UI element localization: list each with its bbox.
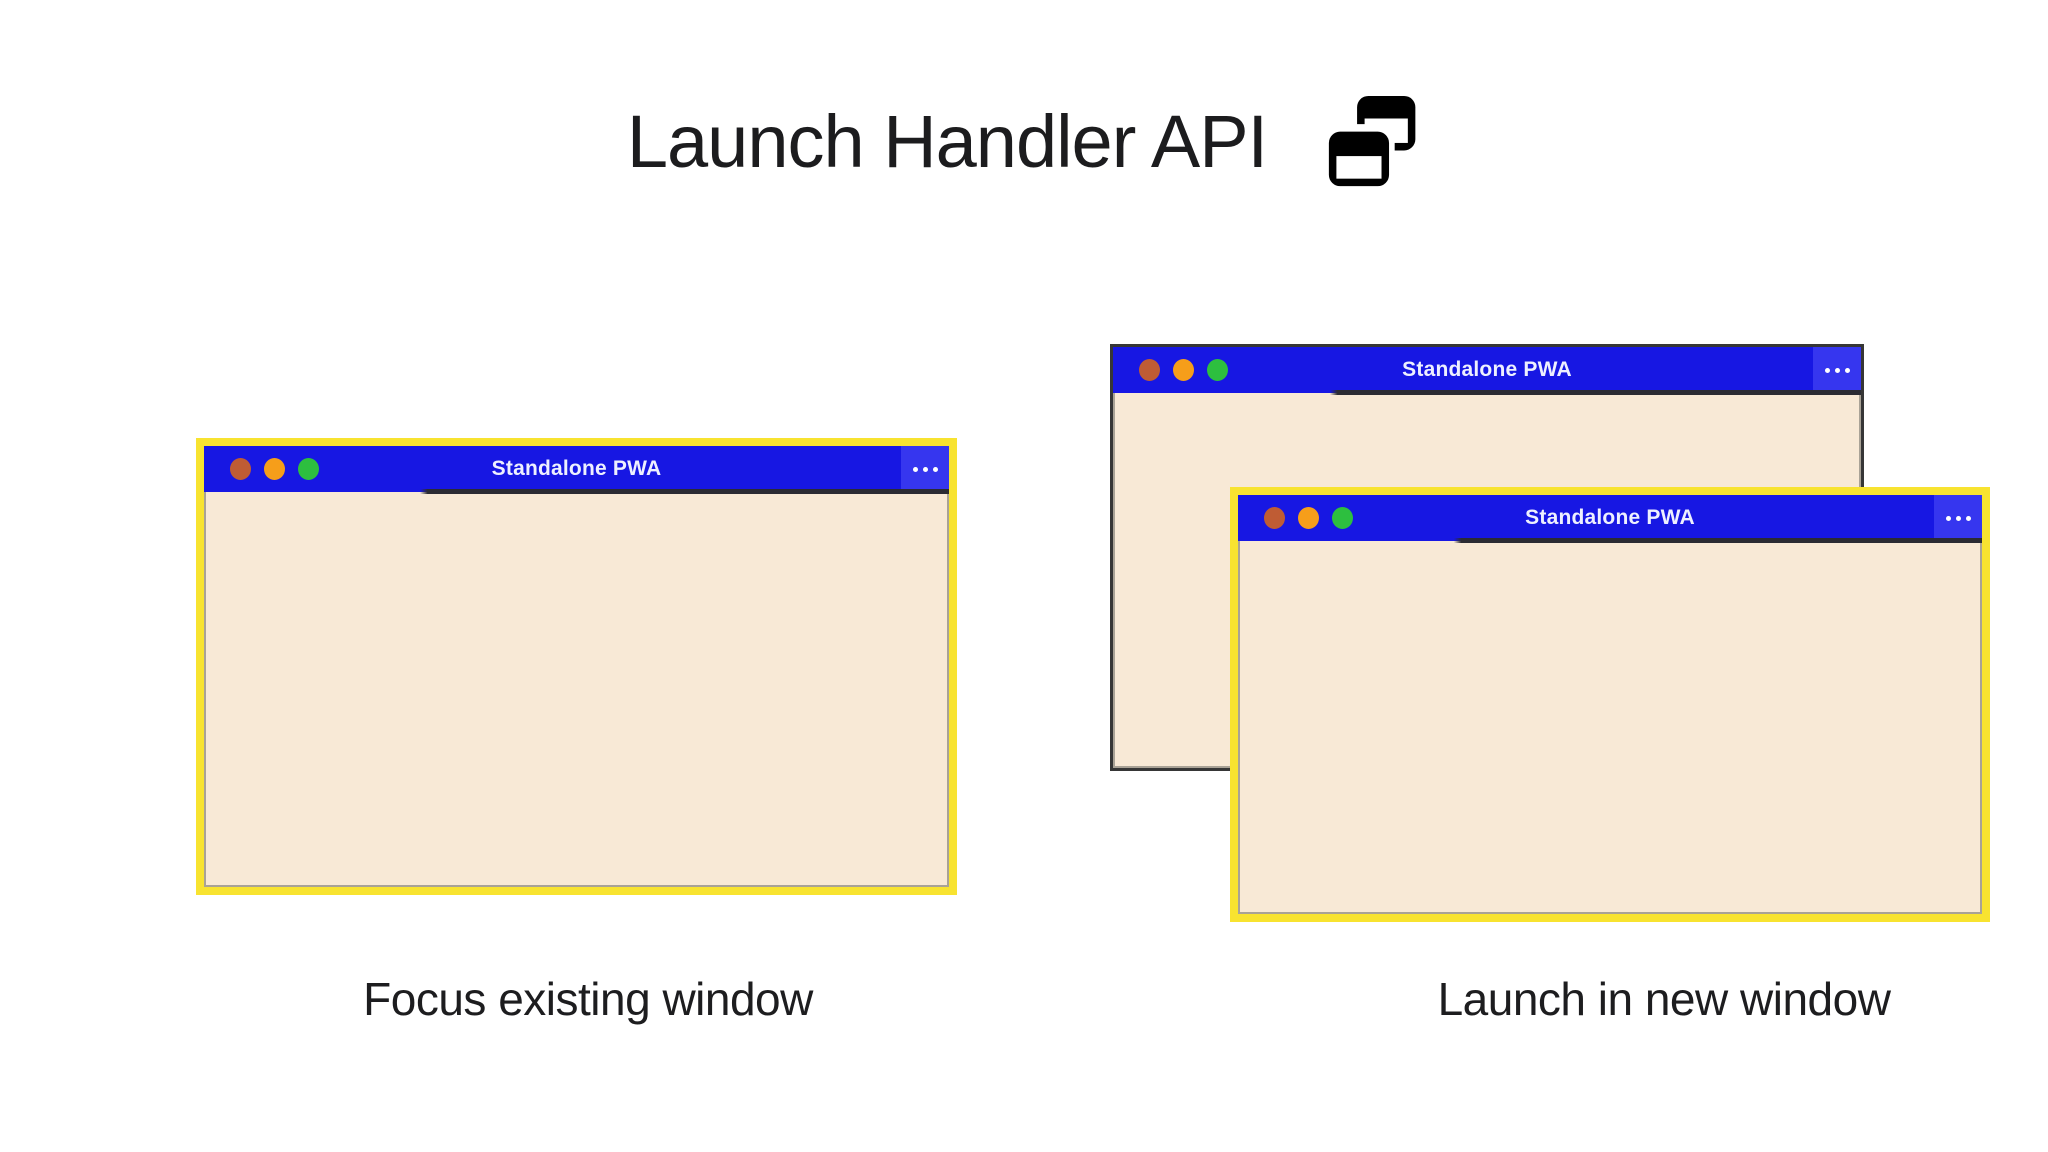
window-controls bbox=[1238, 507, 1353, 529]
window-title: Standalone PWA bbox=[491, 457, 662, 480]
window-controls bbox=[204, 458, 319, 480]
window-titlebar: Standalone PWA bbox=[1113, 347, 1861, 395]
menu-dot bbox=[1824, 367, 1830, 373]
overlapping-windows-icon bbox=[1327, 95, 1416, 192]
menu-dot bbox=[1844, 367, 1850, 373]
window-title: Standalone PWA bbox=[1402, 358, 1572, 381]
ellipsis-menu-icon bbox=[901, 446, 949, 492]
caption-focus-existing-window: Focus existing window bbox=[363, 973, 813, 1025]
diagram-header: Launch Handler API bbox=[0, 92, 2048, 192]
ellipsis-menu-icon bbox=[1934, 495, 1982, 541]
window-control-green-dot bbox=[1332, 507, 1353, 529]
menu-dot bbox=[922, 466, 928, 472]
window-title: Standalone PWA bbox=[1525, 506, 1695, 529]
menu-dot bbox=[1955, 515, 1961, 521]
window-control-green-dot bbox=[1207, 359, 1228, 381]
ellipsis-menu-icon bbox=[1813, 347, 1861, 393]
window-control-red-dot bbox=[230, 458, 251, 480]
window-titlebar: Standalone PWA bbox=[204, 446, 949, 494]
menu-dot bbox=[1945, 515, 1951, 521]
window-controls bbox=[1113, 359, 1228, 381]
menu-dot bbox=[1834, 367, 1840, 373]
pwa-window-focus-existing: Standalone PWA bbox=[196, 438, 957, 895]
pwa-window-launch-front: Standalone PWA bbox=[1230, 487, 1990, 922]
menu-dot bbox=[1965, 515, 1971, 521]
window-control-red-dot bbox=[1139, 359, 1160, 381]
window-control-green-dot bbox=[298, 458, 319, 480]
menu-dot bbox=[912, 466, 918, 472]
window-control-orange-dot bbox=[264, 458, 285, 480]
window-control-orange-dot bbox=[1173, 359, 1194, 381]
window-body bbox=[1238, 541, 1982, 914]
window-control-orange-dot bbox=[1298, 507, 1319, 529]
window-body bbox=[204, 492, 949, 887]
caption-launch-in-new-window: Launch in new window bbox=[1437, 973, 1891, 1025]
menu-dot bbox=[932, 466, 938, 472]
window-titlebar: Standalone PWA bbox=[1238, 495, 1982, 543]
page-title: Launch Handler API bbox=[626, 99, 1268, 183]
window-control-red-dot bbox=[1264, 507, 1285, 529]
